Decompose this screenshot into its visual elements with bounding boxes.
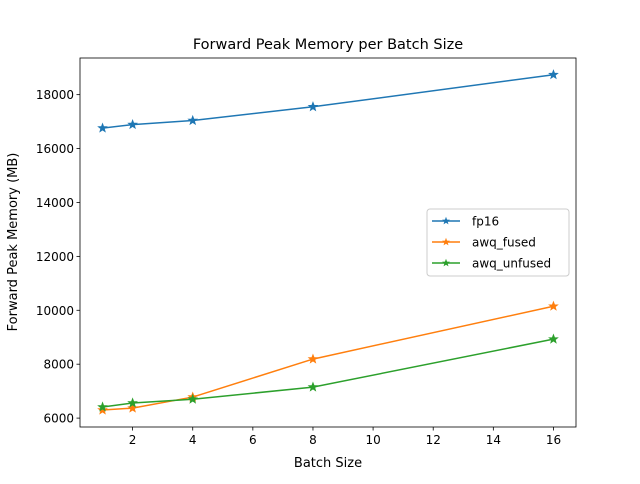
x-tick-label: 10: [365, 433, 380, 447]
y-tick-label: 14000: [36, 196, 74, 210]
y-tick-label: 16000: [36, 142, 74, 156]
legend-label-awq_unfused: awq_unfused: [472, 257, 551, 271]
legend-box: [426, 208, 570, 277]
data-point-fp16: [97, 122, 108, 133]
x-tick-label: 4: [189, 433, 197, 447]
x-tick-label: 2: [129, 433, 137, 447]
data-point-awq_fused: [548, 300, 559, 311]
data-point-fp16: [187, 114, 199, 126]
legend-marker-awq_unfused: [442, 258, 450, 267]
y-axis-label: Forward Peak Memory (MB): [6, 153, 21, 332]
data-point-awq_fused: [307, 353, 319, 364]
data-point-fp16: [127, 118, 138, 130]
y-tick-label: 8000: [43, 358, 74, 372]
y-tick-label: 18000: [36, 88, 74, 102]
x-axis-label: Batch Size: [294, 456, 362, 471]
series-line-fp16: [102, 73, 554, 129]
data-point-awq_unfused: [187, 393, 199, 404]
legend: fp16 awq_fused awq_unfused: [426, 208, 570, 277]
chart-title: Forward Peak Memory per Batch Size: [193, 37, 463, 53]
data-point-awq_unfused: [548, 333, 559, 344]
legend-marker-fp16: [442, 216, 450, 225]
x-tick-label: 6: [249, 433, 257, 447]
series-line-awq_fused: [102, 305, 554, 411]
x-tick-label: 8: [309, 433, 317, 447]
data-point-awq_unfused: [97, 401, 108, 412]
data-point-awq_unfused: [307, 381, 319, 392]
y-tick-label: 12000: [36, 250, 74, 264]
series-line-awq_unfused: [102, 338, 554, 408]
data-point-awq_fused: [97, 404, 108, 415]
x-tick-label: 14: [486, 433, 501, 447]
legend-label-awq_fused: awq_fused: [472, 236, 536, 250]
plot-frame: [79, 57, 577, 428]
legend-marker-awq_fused: [442, 237, 450, 246]
y-tick-label: 10000: [36, 304, 74, 318]
x-tick-label: 16: [546, 433, 561, 447]
data-point-awq_unfused: [127, 397, 138, 408]
x-tick-label: 12: [426, 433, 441, 447]
data-point-fp16: [307, 101, 319, 112]
data-point-fp16: [548, 69, 559, 80]
legend-label-fp16: fp16: [472, 215, 499, 229]
y-tick-label: 6000: [43, 412, 74, 426]
